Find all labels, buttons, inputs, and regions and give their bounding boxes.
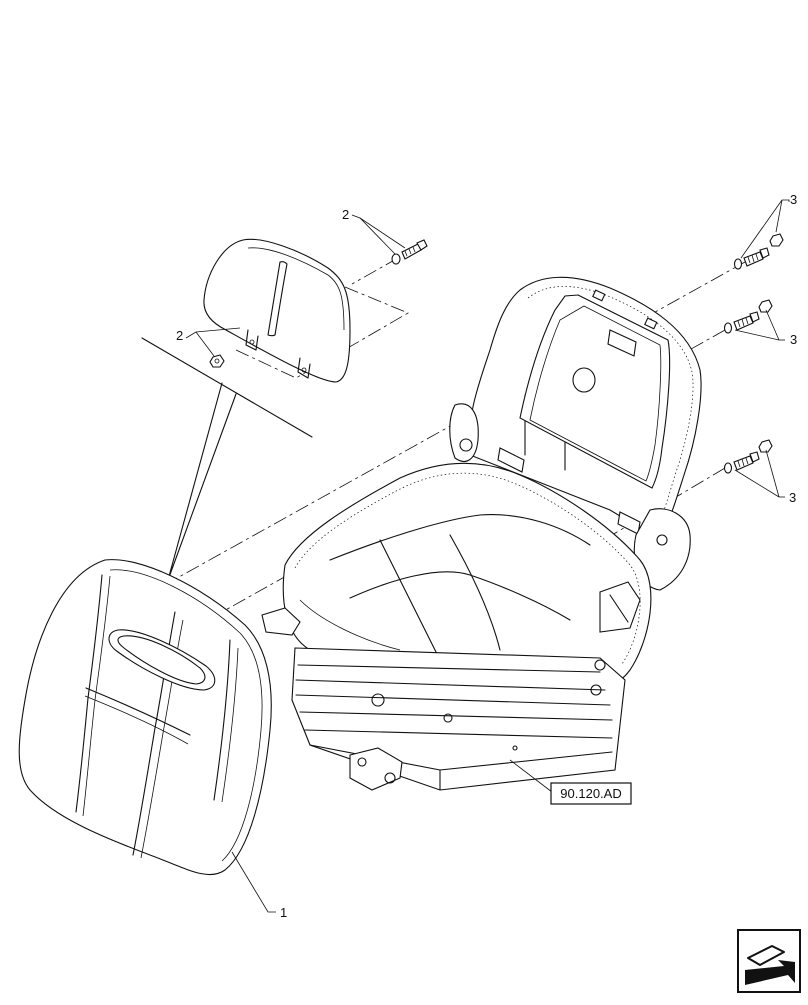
seat-assembly — [261, 276, 702, 791]
bolt-3-middle — [723, 299, 773, 334]
bolt-2-top — [391, 239, 428, 265]
callout-2-left: 2 — [176, 328, 183, 343]
bolt-3-bottom — [723, 439, 773, 474]
reference-code: 90.120.AD — [560, 786, 621, 801]
nut-2-left — [209, 354, 225, 368]
next-page-arrow-icon[interactable] — [737, 929, 801, 993]
callout-labels: 2 2 3 3 3 1 — [176, 192, 797, 920]
callout-3-top: 3 — [790, 192, 797, 207]
reference-link[interactable]: 90.120.AD — [550, 782, 632, 805]
headrest — [203, 238, 351, 383]
fasteners — [209, 233, 784, 474]
callout-2-top: 2 — [342, 207, 349, 222]
backrest-cushion — [18, 559, 272, 876]
callout-3-bottom: 3 — [789, 490, 796, 505]
leader-lines — [185, 199, 790, 913]
bolt-3-top — [733, 233, 784, 270]
callout-1: 1 — [280, 905, 287, 920]
backrest-leader — [141, 337, 313, 581]
callout-3-middle: 3 — [790, 332, 797, 347]
